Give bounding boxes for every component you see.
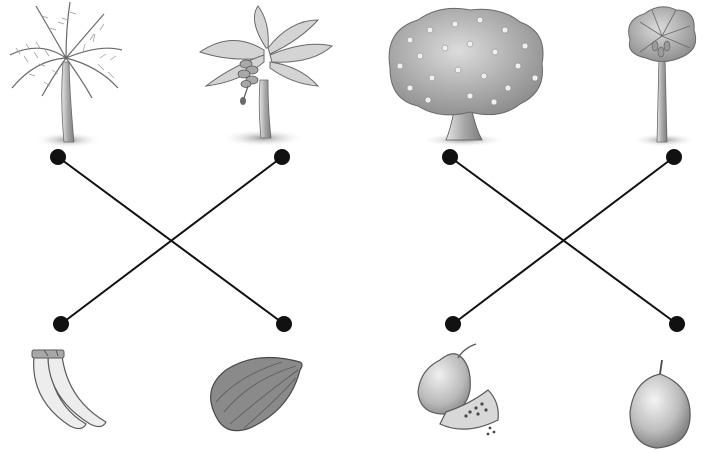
banana-bunch-icon [32,350,106,429]
mango-dot[interactable] [669,316,685,332]
coconut-dot[interactable] [276,316,292,332]
mango-icon [630,360,690,448]
papaya-tree-icon [629,7,696,147]
mango-tree-dot[interactable] [442,149,458,165]
papaya-icon [418,344,498,435]
coconut-palm-tree-dot[interactable] [50,149,66,165]
banana-bunch-dot[interactable] [53,316,69,332]
match-lines [58,157,677,324]
coconut-palm-tree-icon [10,2,122,148]
match-line-papaya-tree-to-papaya [453,157,674,324]
banana-plant-icon [200,6,332,147]
match-dots [50,149,685,332]
coconut-icon [211,358,302,431]
banana-plant-dot[interactable] [274,149,290,165]
mango-tree-icon [389,8,543,147]
papaya-dot[interactable] [445,316,461,332]
papaya-tree-dot[interactable] [666,149,682,165]
